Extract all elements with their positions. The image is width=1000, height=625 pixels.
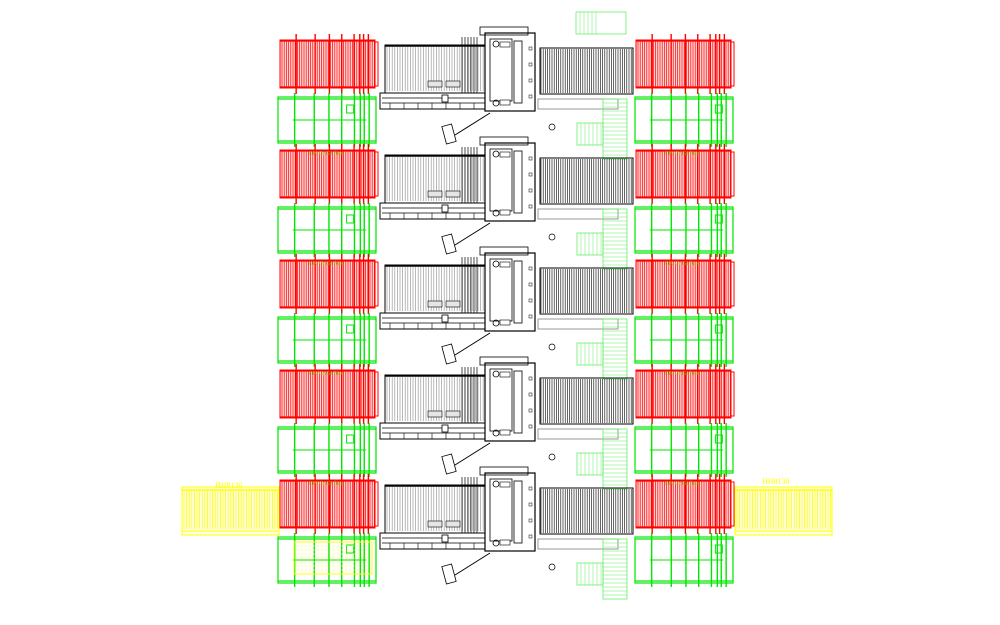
line-module: OK Gr.Gr.fuse OK Gr.Gr.fuse — [277, 466, 735, 600]
buffer-right-label: HH8130 — [762, 477, 790, 486]
red-section-label: OK Gr.Gr.fuse — [665, 370, 700, 377]
green-frame — [277, 423, 377, 477]
red-conveyor: OK Gr.Gr.fuse — [635, 144, 735, 204]
green-frame — [634, 313, 734, 367]
service-stair — [576, 98, 628, 160]
machine-unit — [379, 26, 634, 160]
marker-circle — [548, 453, 556, 461]
red-conveyor: OK Gr.Gr.fuse — [635, 474, 735, 534]
machine-unit — [379, 466, 634, 600]
line-module — [277, 26, 735, 160]
buffer-right — [734, 486, 833, 536]
marker-circle — [548, 563, 556, 571]
red-section-label: OK Gr.Gr.fuse — [665, 150, 700, 157]
machine-unit — [379, 136, 634, 270]
green-frame — [277, 93, 377, 147]
red-conveyor: OK Gr.Gr.fuse — [635, 254, 735, 314]
green-frame — [634, 203, 734, 257]
red-conveyor: OK Gr.Gr.fuse — [635, 364, 735, 424]
red-conveyor: OK Gr.Gr.fuse — [279, 474, 379, 534]
machine-unit — [379, 356, 634, 490]
red-section-label: OK Gr.Gr.fuse — [309, 480, 344, 487]
red-section-label: OK Gr.Gr.fuse — [665, 260, 700, 267]
service-stair — [576, 208, 628, 270]
pallet-grid — [293, 541, 373, 575]
red-conveyor — [279, 34, 379, 94]
red-section-label: OK Gr.Gr.fuse — [309, 370, 344, 377]
service-stair — [576, 318, 628, 380]
marker-circle — [548, 123, 556, 131]
green-frame — [277, 313, 377, 367]
red-conveyor: OK Gr.Gr.fuse — [279, 364, 379, 424]
red-section-label: OK Gr.Gr.fuse — [309, 150, 344, 157]
buffers-layer — [181, 486, 833, 575]
green-frame — [634, 423, 734, 477]
service-stair — [576, 428, 628, 490]
green-frame — [634, 533, 734, 587]
line-module: OK Gr.Gr.fuse OK Gr.Gr.fuse — [277, 136, 735, 270]
service-stair — [576, 538, 628, 600]
marker-circle — [548, 233, 556, 241]
green-frame — [277, 203, 377, 257]
buffer-left-label: HH8130 — [215, 481, 243, 490]
line-module: OK Gr.Gr.fuse OK Gr.Gr.fuse — [277, 356, 735, 490]
green-frame — [634, 93, 734, 147]
buffer-left — [181, 486, 280, 536]
marker-circle — [548, 343, 556, 351]
red-section-label: OK Gr.Gr.fuse — [309, 260, 344, 267]
machine-unit — [379, 246, 634, 380]
red-conveyor: OK Gr.Gr.fuse — [279, 144, 379, 204]
line-module: OK Gr.Gr.fuse OK Gr.Gr.fuse — [277, 246, 735, 380]
green-frame — [277, 533, 377, 587]
red-section-label: OK Gr.Gr.fuse — [665, 480, 700, 487]
red-conveyor — [635, 34, 735, 94]
red-conveyor: OK Gr.Gr.fuse — [279, 254, 379, 314]
